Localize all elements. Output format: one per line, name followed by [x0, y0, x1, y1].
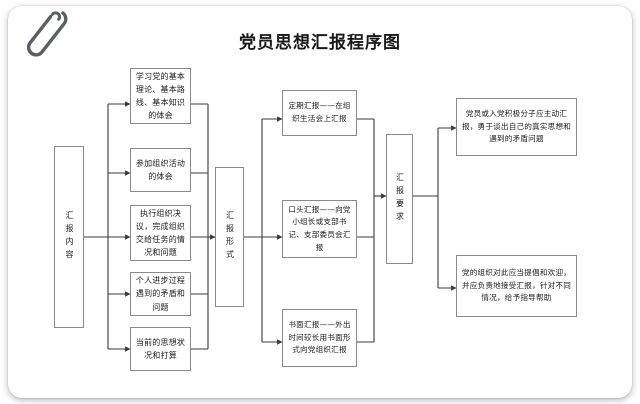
page-title: 党员思想汇报程序图	[239, 33, 401, 53]
document-card: 党员思想汇报程序图	[8, 6, 632, 398]
spine-box-report-form[interactable]: 汇报形式	[215, 167, 244, 307]
node-form-item-periodic[interactable]: 定期汇报——在组织生活会上汇报	[282, 90, 357, 136]
node-content-item-1[interactable]: 学习党的基本理论、基本路线、基本知识的体会	[130, 68, 191, 124]
node-form-item-written[interactable]: 书面汇报——外出时间较长用书面形式向党组织汇报	[282, 309, 357, 367]
node-content-item-3[interactable]: 执行组织决议，完成组织交给任务的情况和问题	[130, 205, 191, 261]
spine-box-report-requirement[interactable]: 汇报要求	[386, 134, 413, 264]
spine-box-report-content[interactable]: 汇报内容	[54, 146, 84, 328]
node-content-item-2[interactable]: 参加组织活动的体会	[130, 148, 191, 192]
connector-lines	[84, 101, 457, 352]
flowchart: 汇报内容 学习党的基本理论、基本路线、基本知识的体会 参加组织活动的体会 执行组…	[8, 6, 632, 398]
node-content-item-5[interactable]: 当前的思想状况和打算	[130, 327, 191, 371]
node-form-item-oral[interactable]: 口头汇报——向党小组长或支部书记、支部委员会汇报	[282, 200, 357, 258]
node-content-item-4[interactable]: 个人进步过程遇到的矛盾和问题	[130, 272, 191, 316]
node-requirement-item-1[interactable]: 党员或入党积极分子应主动汇报，勇于谈出自己的真实思想和遇到的矛盾问题	[456, 98, 577, 156]
node-requirement-item-2[interactable]: 党的组织对此应当提倡和欢迎，并应负责地接受汇报，针对不同情况，给予指导帮助	[456, 255, 577, 317]
